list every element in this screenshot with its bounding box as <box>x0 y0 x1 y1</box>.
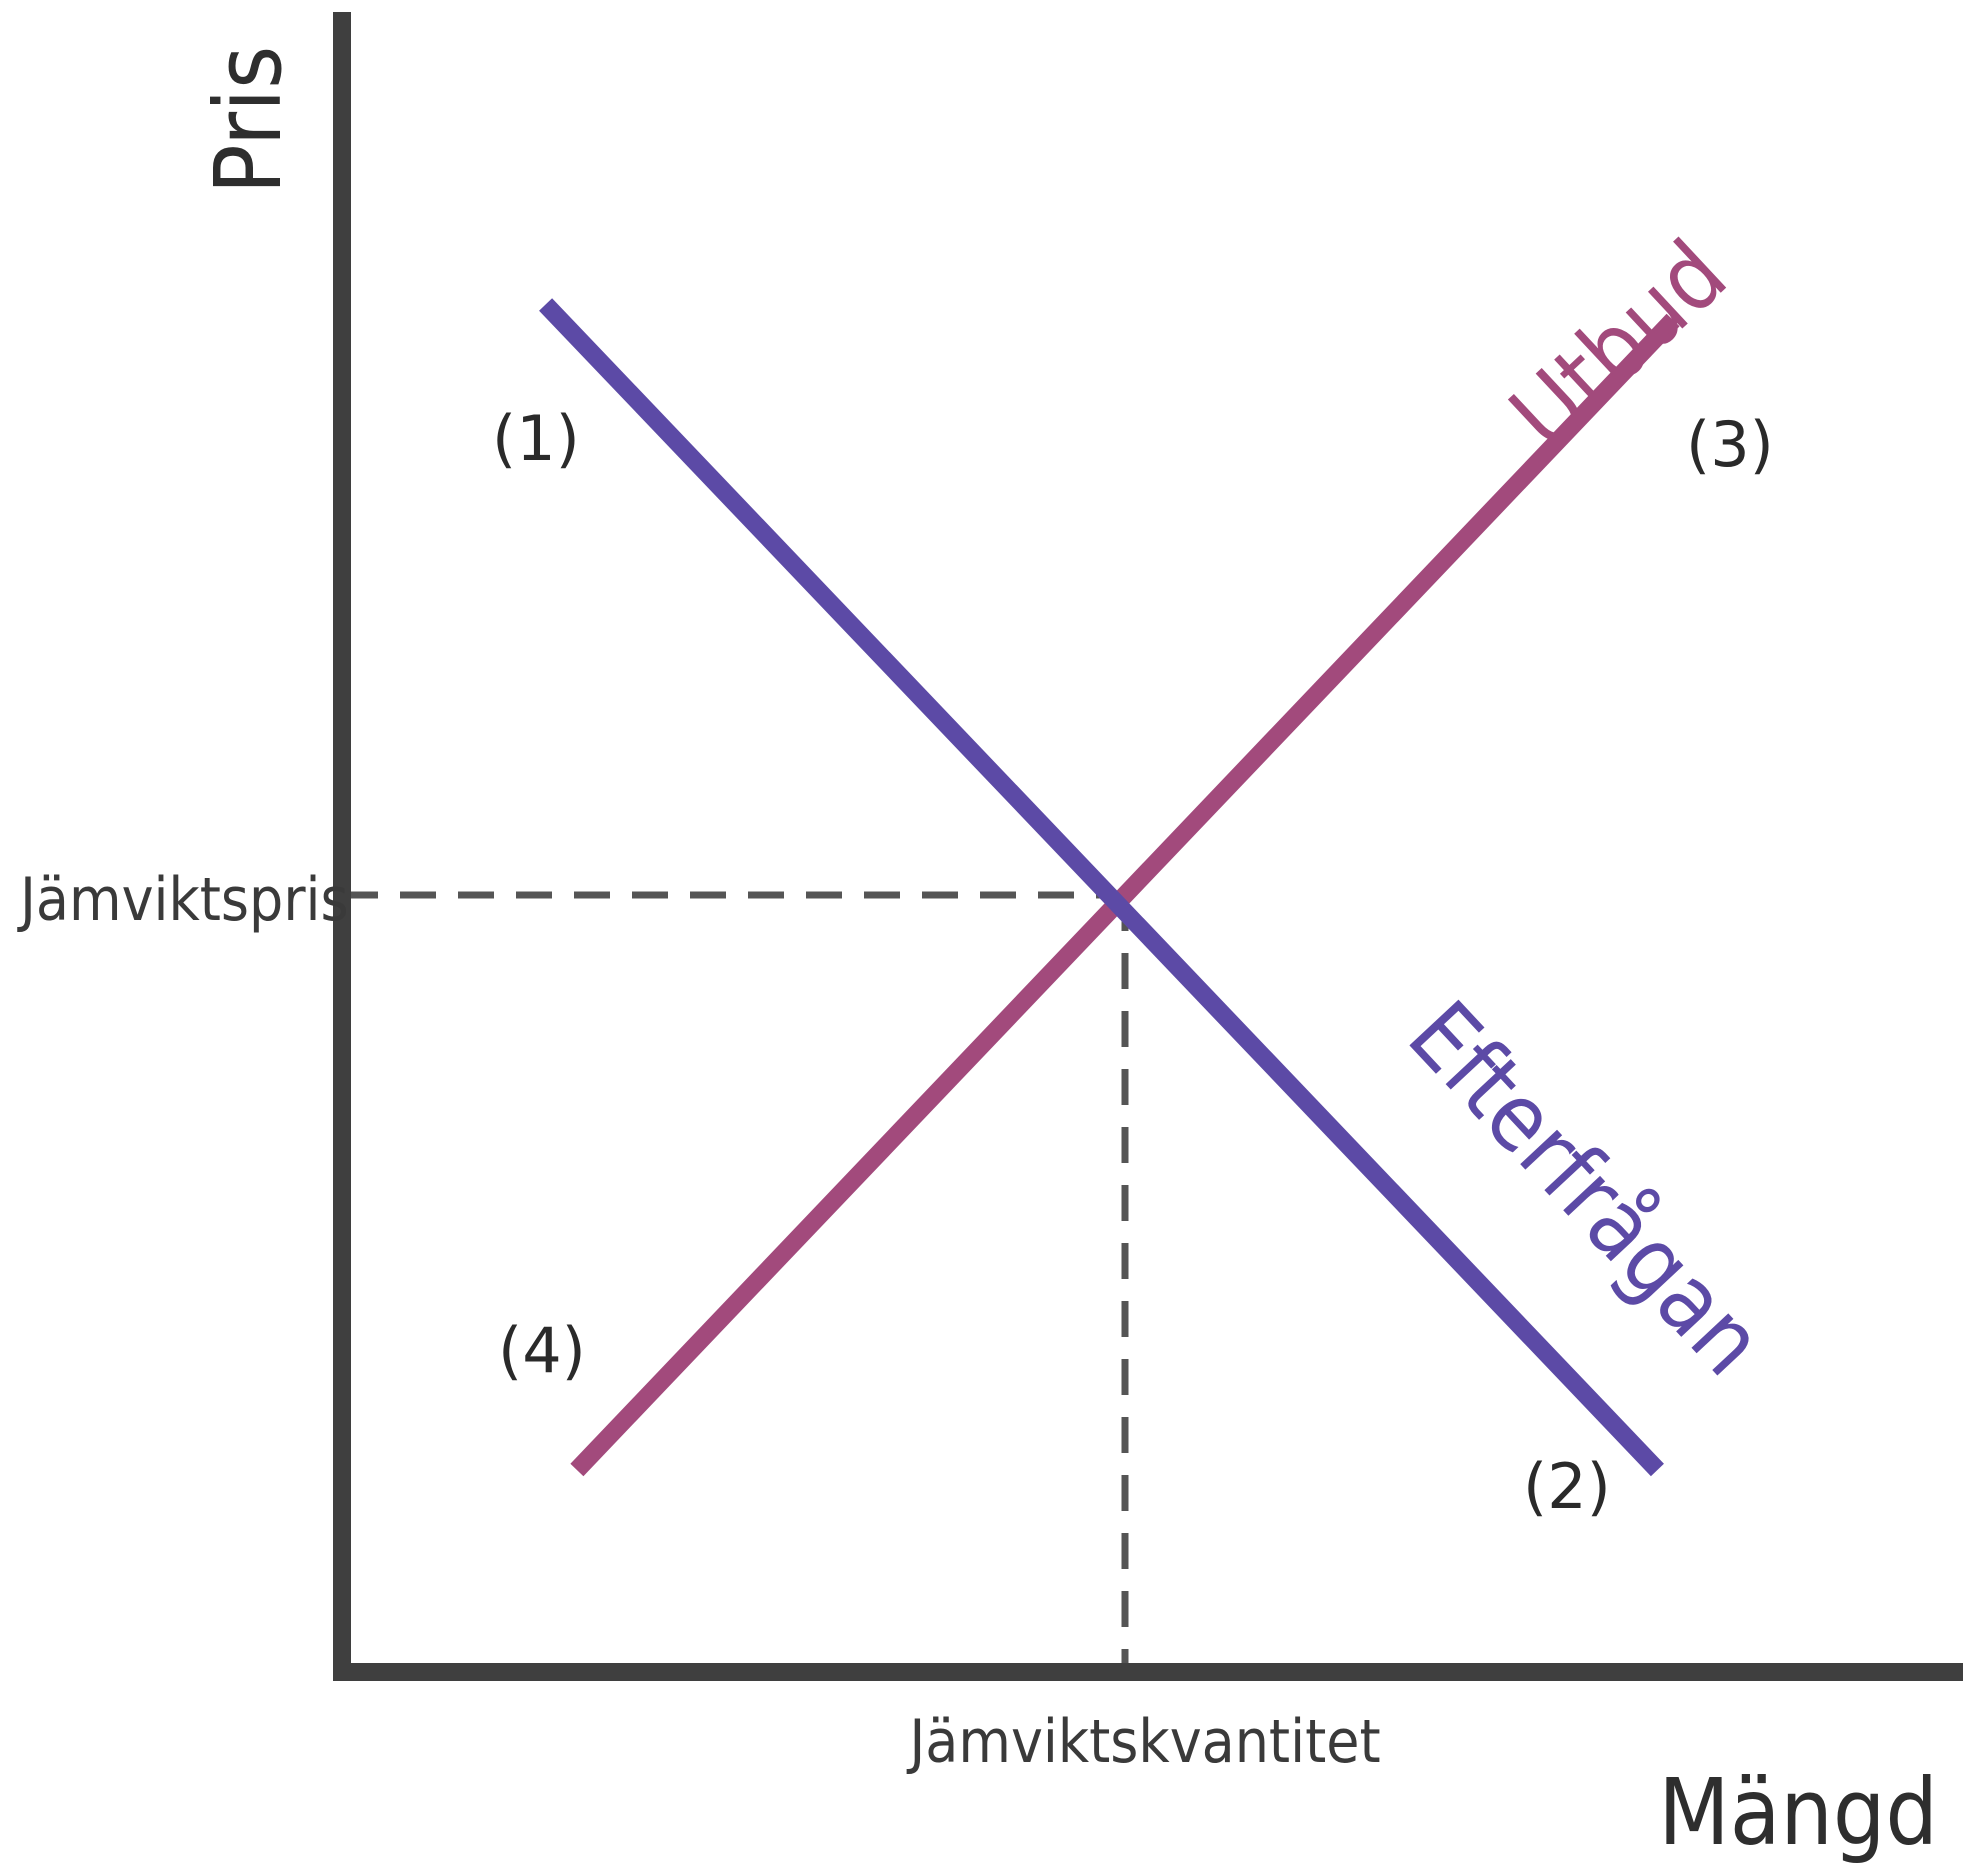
demand-start-point-label: (1) <box>492 402 580 475</box>
y-axis-label: Pris <box>195 46 302 194</box>
demand-curve-label: Efterfrågan <box>1388 981 1785 1395</box>
supply-start-point-label: (4) <box>498 1314 586 1387</box>
demand-curve-line <box>539 298 1664 1477</box>
x-axis-label: Mängd <box>1658 1759 1938 1866</box>
supply-curve-line <box>570 313 1680 1477</box>
equilibrium-price-label: Jämviktspris <box>17 865 349 935</box>
curves <box>539 298 1680 1477</box>
axes <box>333 12 1963 1681</box>
supply-end-point-label: (3) <box>1686 408 1774 481</box>
labels: Pris Mängd Jämviktspris Jämviktskvantite… <box>17 46 1938 1866</box>
demand-end-point-label: (2) <box>1523 1450 1611 1523</box>
equilibrium-quantity-label: Jämviktskvantitet <box>906 1707 1380 1777</box>
equilibrium-guides <box>342 891 1129 1672</box>
